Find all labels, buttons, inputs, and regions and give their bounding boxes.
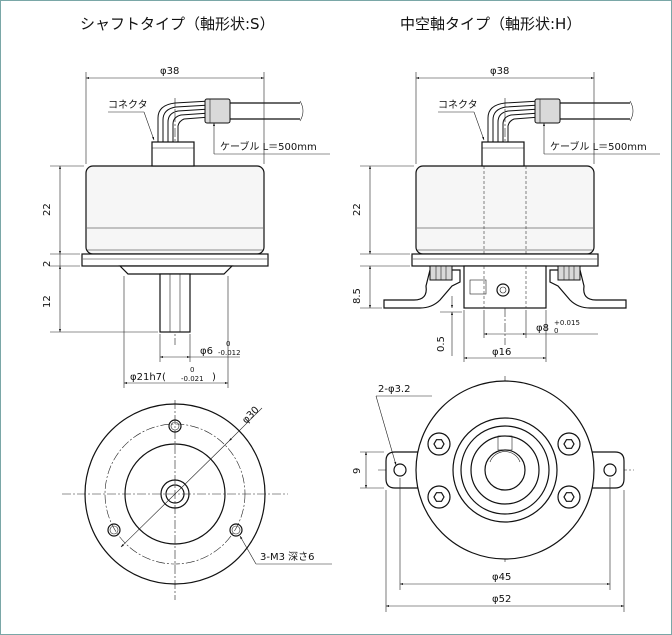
- shaft-pcd-30-label: φ30: [240, 405, 261, 426]
- hollow-screw-bl: [427, 485, 451, 509]
- hollow-hub-dia-label: φ16: [492, 347, 511, 358]
- shaft-pcd-circle: [104, 423, 246, 565]
- hollow-width-9: 9: [352, 468, 363, 474]
- shaft-height-22: 22: [42, 203, 53, 216]
- hollow-type-title: 中空軸タイプ（軸形状:H）: [400, 15, 581, 33]
- shaft-spigot-label: φ21h7(: [130, 372, 166, 383]
- shaft-spigot-close: ): [212, 372, 216, 383]
- shaft-bottom-view: φ30 3-M3 深さ6: [62, 400, 332, 600]
- hollow-screw-tl: [427, 432, 451, 456]
- hollow-dia-45-label: φ45: [492, 572, 511, 583]
- shaft-tapped-hole-1: [168, 419, 182, 433]
- hollow-bore-tol-upper: +0.015: [554, 319, 580, 327]
- shaft-spigot-tol-lower: -0.021: [181, 375, 204, 383]
- shaft-height-2: 2: [42, 261, 53, 267]
- shaft-connector-label: コネクタ: [108, 99, 148, 111]
- hollow-dia-38-label: φ38: [490, 66, 509, 77]
- shaft-height-12: 12: [42, 295, 53, 308]
- hollow-cable-label: ケーブル L＝500mm: [550, 140, 647, 153]
- shaft-dia-38-label: φ38: [160, 66, 179, 77]
- hollow-height-22: 22: [352, 203, 363, 216]
- shaft-end-circle: [160, 479, 190, 509]
- shaft-dia-6-tol-lower: -0.012: [218, 349, 241, 357]
- shaft-dia-6-label: φ6: [200, 346, 213, 357]
- shaft-cable-label: ケーブル L＝500mm: [220, 140, 317, 153]
- hollow-bottom-view: 2-φ3.2 9 φ45 φ52: [352, 376, 634, 612]
- shaft-flange-outline: [84, 403, 266, 585]
- hollow-height-8-5: 8.5: [352, 288, 363, 304]
- hollow-screw-tr: [557, 432, 581, 456]
- hollow-bore-dia-label: φ8: [536, 323, 549, 334]
- hollow-height-0-5: 0.5: [436, 336, 447, 352]
- hollow-connector-label: コネクタ: [438, 99, 478, 111]
- shaft-tapped-hole-2: [107, 523, 121, 537]
- hollow-mount-hole-left: [393, 463, 407, 477]
- hollow-bore-tol-lower: 0: [554, 327, 558, 335]
- hollow-screw-br: [557, 485, 581, 509]
- shaft-tapped-holes-label: 3-M3 深さ6: [260, 551, 315, 563]
- shaft-spigot-tol-upper: 0: [190, 366, 194, 374]
- hollow-side-view: φ38 コネクタ ケーブル L＝500mm 22 8.5 0.5 φ8 +0.0…: [352, 66, 660, 362]
- hollow-lug-left: [385, 451, 421, 489]
- hollow-mount-hole-right: [603, 463, 617, 477]
- hollow-dia-52-label: φ52: [492, 594, 511, 605]
- hollow-mount-holes-label: 2-φ3.2: [378, 384, 410, 395]
- hollow-flange-outline: [415, 380, 595, 560]
- hollow-lug-right: [589, 451, 625, 489]
- shaft-tapped-hole-3: [229, 523, 243, 537]
- shaft-side-view: φ38 コネクタ ケーブル L＝500mm 22 2 12 φ6 0 -0.01…: [42, 66, 330, 388]
- shaft-type-title: シャフトタイプ（軸形状:S）: [80, 15, 275, 33]
